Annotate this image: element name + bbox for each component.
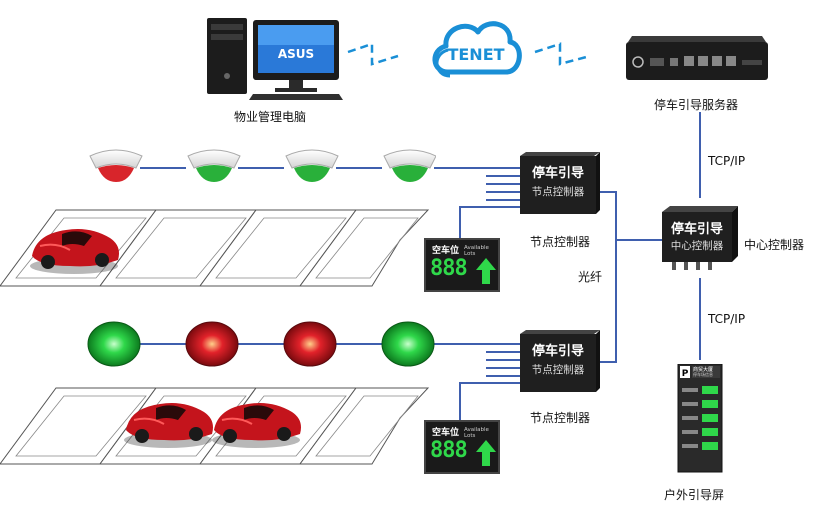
network-cloud: TENET [428, 10, 524, 94]
center-controller-title: 停车引导 [670, 222, 723, 237]
center-controller-subtitle: 中心控制器 [670, 240, 724, 252]
node-controller-1-title: 停车引导 [531, 166, 584, 181]
node-controller-2-label: 节点控制器 [530, 411, 591, 425]
ultrasonic-sensor-icon [187, 149, 241, 182]
lot-display-2: 空车位 Available Lots 888 [424, 420, 500, 474]
ultrasonic-sensor-icon [89, 149, 143, 182]
tcpip-bottom-label: TCP/IP [708, 312, 746, 326]
lot-display-1-count: 888 [430, 256, 468, 281]
outdoor-screen-sub: 停车场信息 [693, 372, 713, 377]
ultrasonic-sensor-icon [383, 149, 437, 182]
row2-parking-spaces [0, 384, 430, 468]
arrow-up-icon [476, 258, 496, 284]
car-icon [212, 403, 301, 448]
node-controller-1-label: 节点控制器 [530, 235, 591, 249]
arrow-up-icon [476, 440, 496, 466]
cloud-icon: TENET [432, 21, 522, 78]
outdoor-screen-header: 商贸大厦 [693, 367, 714, 373]
lot-display-1: 空车位 Available Lots 888 [424, 238, 500, 292]
car-icon [124, 403, 213, 448]
guidance-server [622, 34, 772, 86]
node-controller-2: 停车引导 节点控制器 [520, 330, 600, 392]
row1-parking-spaces [0, 206, 430, 290]
wireless-link-left [347, 42, 399, 66]
outdoor-screen-label: 户外引导屏 [664, 488, 725, 502]
ultrasonic-sensor-icon [285, 149, 339, 182]
lot-display-1-title-en: Available Lots [464, 245, 489, 257]
node-controller-2-title: 停车引导 [531, 344, 584, 359]
wireless-link-right [534, 42, 591, 66]
server-label: 停车引导服务器 [654, 98, 739, 112]
node-controller-1-subtitle: 节点控制器 [531, 186, 585, 198]
pc-brand-text: ASUS [278, 47, 314, 61]
center-controller-label: 中心控制器 [744, 238, 805, 252]
center-controller: 停车引导 中心控制器 [662, 206, 738, 272]
lot-display-2-title: 空车位 [432, 428, 460, 438]
row2-indicator-lights [86, 318, 436, 370]
car-icon [30, 229, 119, 274]
cloud-label: TENET [447, 45, 504, 64]
fiber-label: 光纤 [578, 270, 603, 284]
computer-icon: ASUS [207, 18, 343, 100]
indicator-light-icon [381, 321, 435, 367]
management-pc: ASUS [205, 16, 345, 100]
indicator-light-icon [87, 321, 141, 367]
node-controller-2-subtitle: 节点控制器 [531, 364, 585, 376]
outdoor-guidance-screen: P 商贸大厦 停车场信息 [676, 363, 726, 474]
row1-sensors [86, 146, 437, 190]
svg-text:P: P [682, 369, 689, 379]
indicator-light-icon [185, 321, 239, 367]
tcpip-top-label: TCP/IP [708, 154, 746, 168]
pc-label: 物业管理电脑 [234, 110, 307, 124]
lot-display-2-title-en: Available Lots [464, 427, 489, 439]
lot-display-1-title: 空车位 [432, 246, 460, 256]
indicator-light-icon [283, 321, 337, 367]
lot-display-2-count: 888 [430, 438, 468, 463]
node-controller-1: 停车引导 节点控制器 [520, 152, 600, 214]
server-icon [626, 36, 768, 80]
fiber-link [600, 191, 617, 363]
